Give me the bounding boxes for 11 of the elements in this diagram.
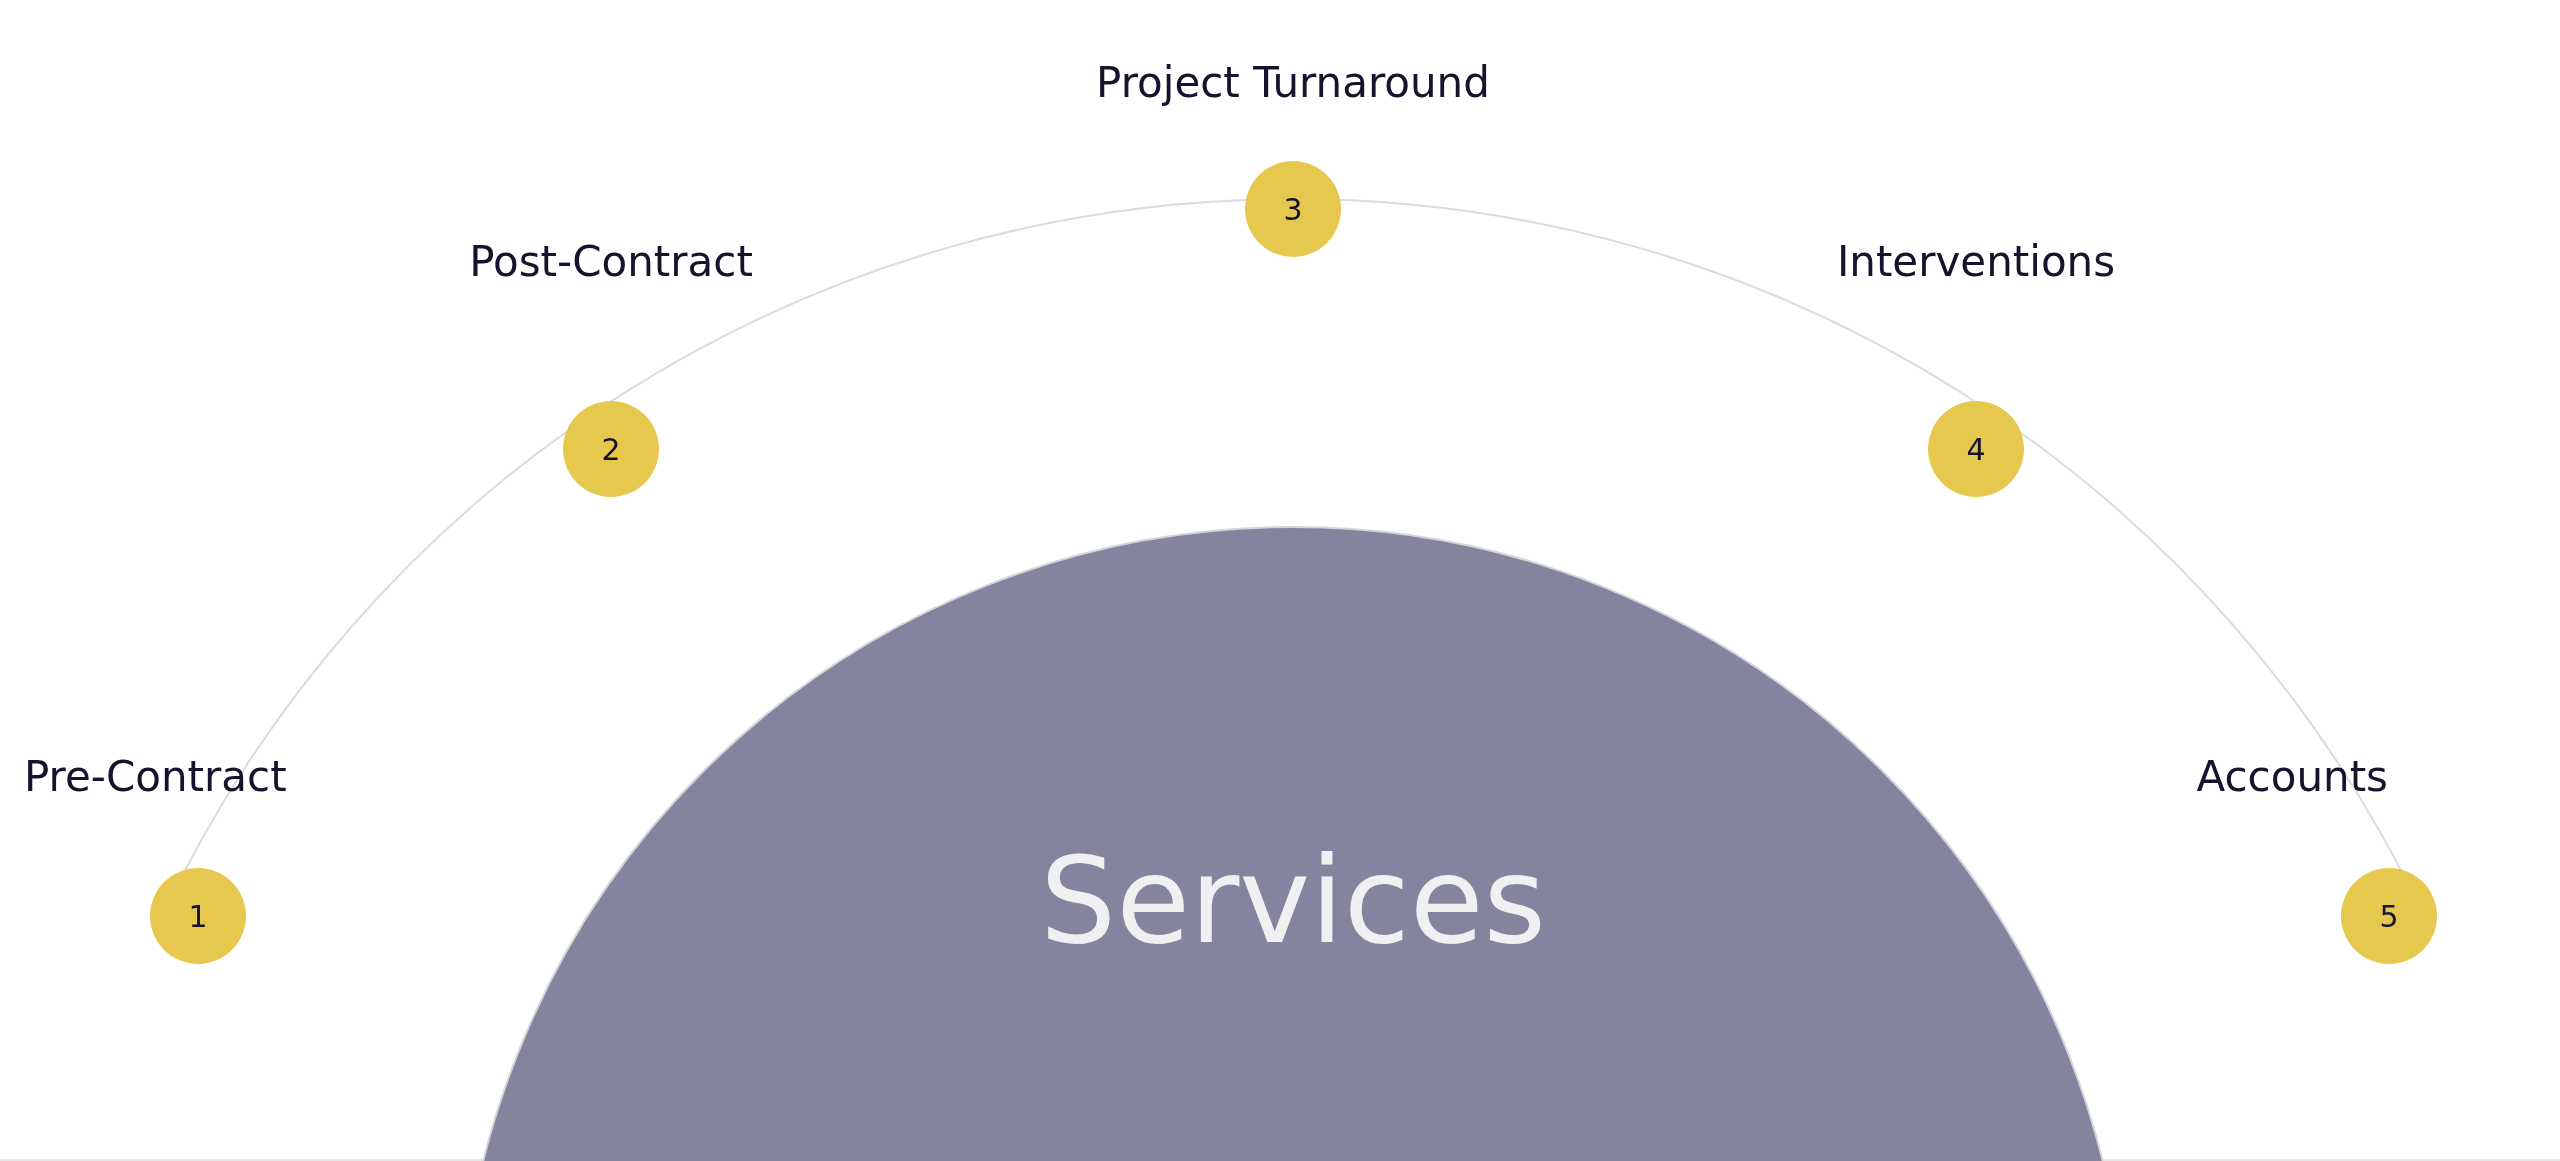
- hub-title: Services: [1040, 830, 1546, 970]
- step-number: 5: [2379, 898, 2399, 934]
- stage-label: Post-Contract: [469, 236, 753, 286]
- stage-label: Accounts: [2196, 751, 2388, 801]
- step-number: 3: [1283, 191, 1303, 227]
- stage-label: Interventions: [1836, 236, 2116, 286]
- stage-label: Pre-Contract: [24, 751, 287, 801]
- stage-label: Project Turnaround: [1096, 57, 1490, 107]
- step-number: 2: [601, 431, 621, 467]
- step-number: 1: [188, 898, 208, 934]
- step-number: 4: [1966, 431, 1986, 467]
